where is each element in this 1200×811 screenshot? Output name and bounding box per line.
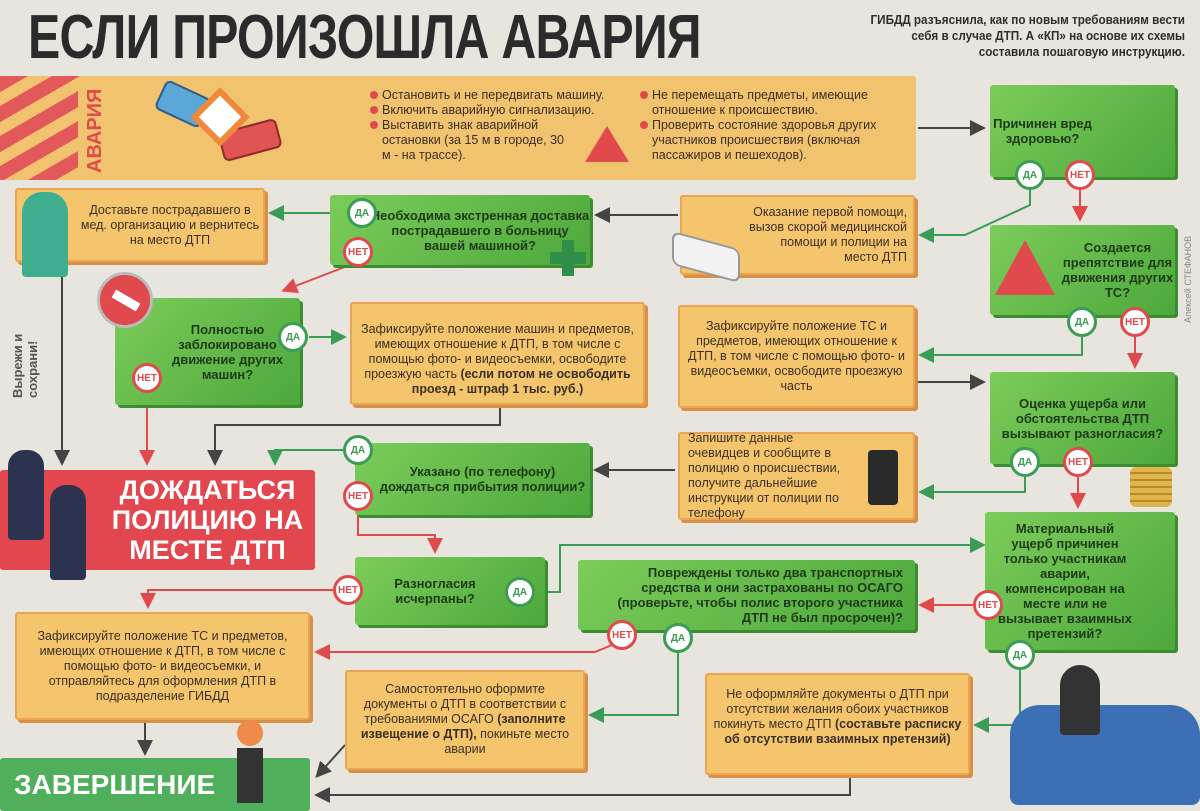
no-badge: НЕТ (1120, 307, 1150, 337)
yes-badge: ДА (1005, 640, 1035, 670)
no-badge: НЕТ (132, 363, 162, 393)
question-text: Причинен вред здоровью? (993, 116, 1092, 146)
man-with-money-illustration (1060, 665, 1100, 735)
bullet: Выставить знак аварийной остановки (за 1… (370, 118, 570, 163)
question-delivery: Необходима экстренная доставка пострадав… (330, 195, 590, 265)
no-badge: НЕТ (607, 620, 637, 650)
police-officers-illustration (8, 450, 98, 580)
crash-cars-illustration (150, 78, 300, 175)
question-text: Создается препятствие для движения други… (1061, 240, 1174, 300)
yes-badge: ДА (663, 623, 693, 653)
question-text: Указано (по телефону) дождаться прибытия… (379, 464, 586, 494)
yes-badge: ДА (347, 198, 377, 228)
question-text: Материальный ущерб причинен только участ… (997, 521, 1133, 641)
page-title: ЕСЛИ ПРОИЗОШЛА АВАРИЯ (28, 3, 702, 72)
yes-badge: ДА (278, 322, 308, 352)
page-subtitle: ГИБДД разъяснила, как по новым требовани… (870, 12, 1185, 59)
wait-police-text: ДОЖДАТЬСЯ ПОЛИЦИЮ НА МЕСТЕ ДТП (111, 475, 304, 565)
question-text: Необходима экстренная доставка пострадав… (370, 207, 590, 253)
action-text: покиньте место аварии (444, 727, 570, 756)
question-text: Повреждены только два транспортных средс… (617, 565, 903, 625)
action-no-docs: Не оформляйте документы о ДТП при отсутс… (705, 673, 970, 775)
banner-label: АВАРИЯ (84, 88, 106, 174)
fine-note: (если потом не освободить проезд - штраф… (411, 367, 631, 396)
action-text: Зафиксируйте положение машин и предметов… (361, 322, 634, 381)
blue-car-illustration (1010, 705, 1200, 805)
no-badge: НЕТ (333, 575, 363, 605)
action-note: (составьте расписку об отсутствии взаимн… (724, 717, 962, 746)
action-text: Самостоятельно оформите документы о ДТП … (363, 682, 567, 726)
action-fix-ts: Зафиксируйте положение ТС и предметов, и… (678, 305, 915, 408)
action-text: Зафиксируйте положение ТС и предметов, и… (688, 319, 905, 393)
warning-stripes (0, 76, 80, 180)
yes-badge: ДА (1015, 160, 1045, 190)
question-osago: Повреждены только два транспортных средс… (578, 560, 915, 630)
action-text: Доставьте пострадавшего в мед. организац… (80, 202, 260, 247)
action-self-docs: Самостоятельно оформите документы о ДТП … (345, 670, 585, 770)
bullet: Включить аварийную сигнализацию. (370, 103, 640, 118)
action-text: Запишите данные очевидцев и сообщите в п… (688, 431, 841, 520)
warning-triangle-icon (585, 126, 629, 162)
banner-bullets-right: Не перемещать предметы, имеющие отношени… (640, 88, 910, 163)
action-fix-cars: Зафиксируйте положение машин и предметов… (350, 302, 645, 405)
finish-text: ЗАВЕРШЕНИЕ (14, 769, 216, 800)
yes-badge: ДА (1010, 447, 1040, 477)
yes-badge: ДА (343, 435, 373, 465)
question-text: Полностью заблокировано движение других … (171, 321, 284, 382)
doctor-illustration (22, 192, 68, 277)
question-phone: Указано (по телефону) дождаться прибытия… (355, 443, 590, 515)
no-entry-sign-icon (97, 272, 153, 328)
question-text: Оценка ущерба или обстоятельства ДТП выз… (1001, 395, 1164, 441)
banner-bullets-left: Остановить и не передвигать машину. Вклю… (370, 88, 640, 163)
pharmacy-cross-icon (550, 240, 586, 276)
action-text: Оказание первой помощи, вызов скорой мед… (749, 205, 907, 264)
yes-badge: ДА (505, 577, 535, 607)
no-badge: НЕТ (343, 481, 373, 511)
no-badge: НЕТ (1065, 160, 1095, 190)
phone-icon (868, 450, 898, 505)
no-badge: НЕТ (973, 590, 1003, 620)
coins-illustration (1130, 467, 1172, 507)
cut-note: Вырежи и сохрани! (10, 333, 40, 398)
traffic-jam-sign-icon (995, 240, 1055, 295)
no-badge: НЕТ (343, 237, 373, 267)
action-fix-gibdd: Зафиксируйте положение ТС и предметов, и… (15, 612, 310, 720)
no-badge: НЕТ (1063, 447, 1093, 477)
happy-man-illustration (230, 720, 270, 810)
yes-badge: ДА (1067, 307, 1097, 337)
question-text: Разногласия исчерпаны? (394, 576, 476, 606)
action-text: Не оформляйте документы о ДТП при отсутс… (713, 687, 949, 731)
bullet: Не перемещать предметы, имеющие отношени… (640, 88, 910, 118)
bullet: Остановить и не передвигать машину. (370, 88, 640, 103)
question-material: Материальный ущерб причинен только участ… (985, 512, 1175, 650)
action-note: (заполните извещение о ДТП), (360, 712, 566, 741)
action-text: Зафиксируйте положение ТС и предметов, и… (37, 628, 288, 703)
author-credit: Алексей СТЕФАНОВ (1183, 235, 1193, 323)
bullet: Проверить состояние здоровья других учас… (640, 118, 910, 163)
